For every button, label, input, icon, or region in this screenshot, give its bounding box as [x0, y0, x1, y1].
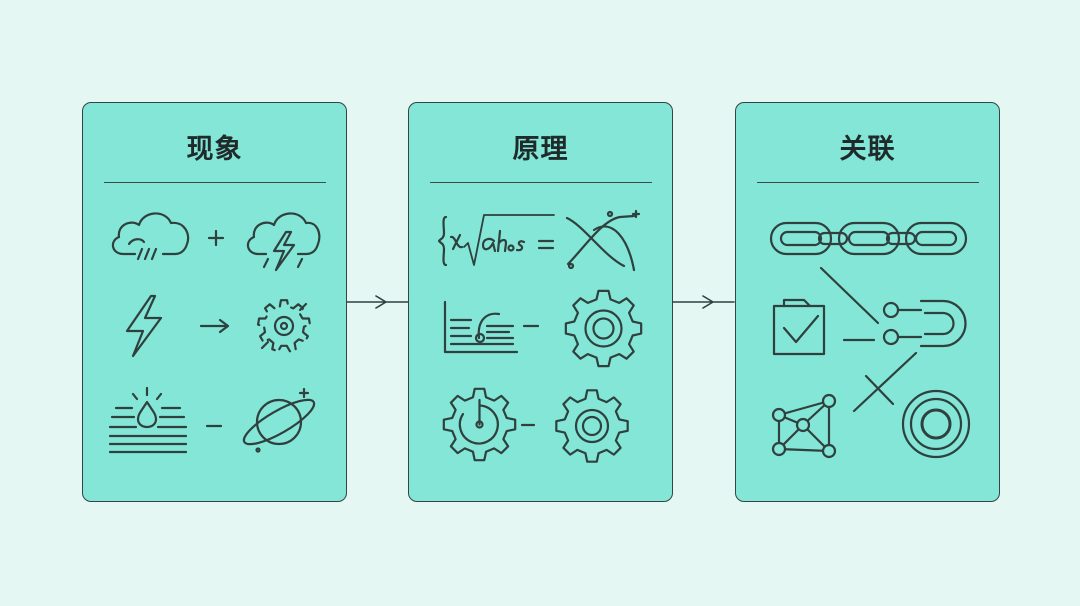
gauge-gear-icon: [442, 387, 517, 462]
panel-connection: 关联: [735, 102, 1000, 502]
plus-icon: [207, 229, 225, 247]
crossing-curves-icon: [565, 209, 641, 272]
title-divider: [430, 182, 652, 183]
panel-title: 现象: [186, 134, 243, 165]
minus-icon: [205, 424, 223, 428]
broken-gear-icon: [256, 299, 312, 353]
clipboard-check-icon: [772, 298, 826, 356]
water-drop-icon: [108, 386, 188, 454]
flow-arrow-2: [672, 295, 735, 309]
flow-arrow-1: [346, 295, 409, 309]
planet-icon: [242, 387, 316, 453]
cross-lines: [852, 351, 918, 413]
title-divider: [757, 182, 979, 183]
node-link-icon: [882, 299, 967, 348]
minus-icon: [522, 324, 540, 328]
concentric-circles-icon: [901, 389, 971, 459]
formula-icon: [437, 214, 555, 267]
chain-icon: [769, 221, 968, 256]
lightning-bolt-icon: [125, 294, 163, 358]
panel-phenomenon: 现象: [82, 102, 347, 502]
chart-icon: [443, 300, 519, 354]
cloud-rain-icon: [111, 212, 190, 261]
panel-principle: 原理: [408, 102, 673, 502]
connector-line: [819, 266, 880, 325]
dash-icon: [842, 338, 876, 342]
panel-title: 关联: [839, 134, 896, 165]
panel-title: 原理: [512, 134, 569, 165]
gear-icon: [564, 289, 643, 368]
gear-icon: [555, 389, 629, 463]
minus-icon: [520, 423, 536, 427]
cloud-lightning-icon: [246, 212, 321, 272]
network-icon: [771, 393, 837, 459]
title-divider: [104, 182, 326, 183]
arrow-right-icon: [199, 318, 230, 334]
